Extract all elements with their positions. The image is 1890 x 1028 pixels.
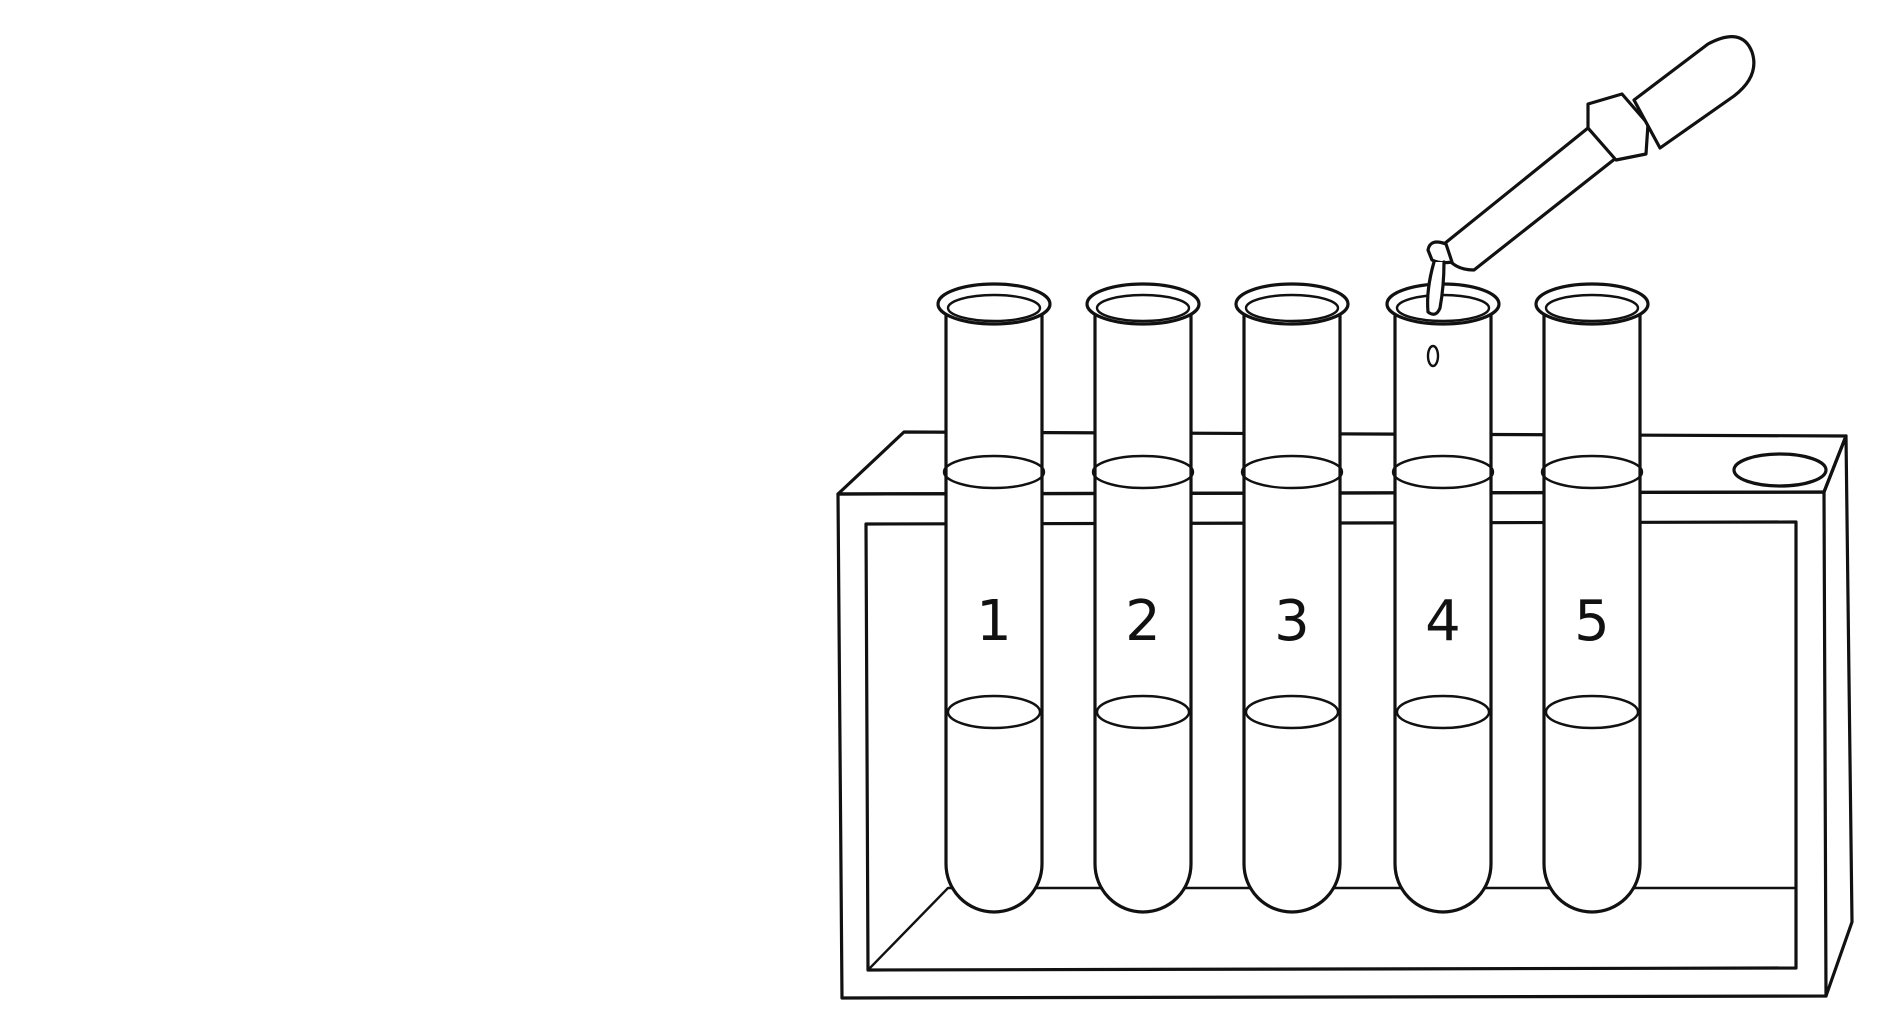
test-tube-rim-inner <box>946 293 1042 323</box>
test-tube-body <box>1242 302 1342 914</box>
rack-empty-slot <box>1732 452 1828 488</box>
test-tubes: 1 2 3 4 5 <box>936 282 1650 914</box>
test-tube-body <box>1393 302 1493 914</box>
test-tube-3: 3 <box>1234 282 1350 914</box>
test-tube-label: 1 <box>976 589 1012 654</box>
test-tube-rim <box>1534 282 1650 326</box>
dropper-collar <box>1586 92 1650 162</box>
test-tube-hole <box>1540 454 1644 490</box>
test-tube-rim-inner <box>1095 293 1191 323</box>
test-tube-body <box>1093 302 1193 914</box>
dropper-stream <box>1426 260 1446 316</box>
dropper-tip <box>1426 240 1454 265</box>
test-tube-liquid-surface <box>1544 694 1640 730</box>
test-tube-label: 2 <box>1125 589 1161 654</box>
test-tube-5: 5 <box>1534 282 1650 914</box>
dropper <box>1426 35 1756 368</box>
test-tube-liquid-surface <box>1095 694 1191 730</box>
test-tube-hole <box>942 454 1046 490</box>
test-tube-4: 4 <box>1385 282 1501 914</box>
test-tube-rim-inner <box>1244 293 1340 323</box>
test-tube-hole <box>1091 454 1195 490</box>
test-tube-1: 1 <box>936 282 1052 914</box>
test-tube-liquid-surface <box>1244 694 1340 730</box>
test-tube-rim <box>936 282 1052 326</box>
test-tube-rim <box>1234 282 1350 326</box>
rack-floor-edge <box>866 886 1798 972</box>
test-tube-label: 5 <box>1574 589 1610 654</box>
test-tube-label: 4 <box>1425 589 1461 654</box>
test-tube-body <box>944 302 1044 914</box>
dropper-glass <box>1442 126 1618 272</box>
test-tube-rim <box>1085 282 1201 326</box>
test-tube-hole <box>1391 454 1495 490</box>
test-tube-hole <box>1240 454 1344 490</box>
test-tube-body <box>1542 302 1642 914</box>
test-tube-rim-inner <box>1544 293 1640 323</box>
test-tube-label: 3 <box>1274 589 1310 654</box>
test-tube-liquid-surface <box>946 694 1042 730</box>
dropper-drop <box>1426 344 1440 368</box>
dropper-bulb <box>1632 35 1756 150</box>
test-tube-2: 2 <box>1085 282 1201 914</box>
rack-side-panel <box>1822 434 1854 998</box>
test-tube-liquid-surface <box>1395 694 1491 730</box>
